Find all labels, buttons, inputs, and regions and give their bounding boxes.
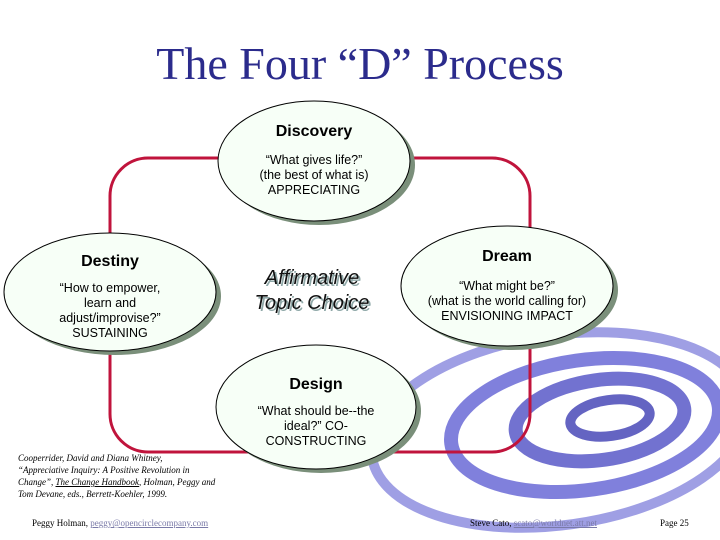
discovery-title: Discovery	[275, 123, 353, 140]
destiny-line-2: learn and	[83, 296, 137, 310]
dream-line-3: ENVISIONING IMPACT	[441, 309, 573, 323]
discovery-line-1: “What gives life?”	[265, 153, 363, 167]
design-title: Design	[289, 376, 343, 393]
page-title: The Four “D” Process	[156, 38, 564, 89]
destiny-title: Destiny	[81, 253, 139, 270]
destiny-line-3: adjust/improvise?”	[59, 311, 161, 325]
destiny-line-1: “How to empower,	[59, 281, 161, 295]
dream-line-2: (what is the world calling for)	[427, 294, 587, 308]
citation-change: Change”,	[18, 477, 54, 487]
destiny-ellipse	[3, 232, 221, 355]
footer-middle-email[interactable]: scato@worldnet.att.net	[513, 518, 598, 528]
citation-line-4: Tom Devane, eds., Berrett-Koehler, 1999.	[18, 489, 168, 499]
discovery-ellipse	[217, 100, 415, 225]
dream-line-1: “What might be?”	[459, 279, 555, 293]
citation: Cooperrider, David and Diana Whitney, “A…	[18, 452, 250, 500]
footer-left-name: Peggy Holman,	[32, 518, 88, 528]
design-ellipse	[215, 344, 421, 473]
citation-line-2: “Appreciative Inquiry: A Positive Revolu…	[18, 465, 190, 475]
discovery-line-3: APPRECIATING	[267, 183, 361, 197]
footer-left-email[interactable]: peggy@opencirclecompany.com	[90, 518, 209, 528]
citation-book-title: The Change Handbook	[55, 477, 140, 487]
center-topic-line-1: Affirmative	[264, 267, 360, 289]
design-text: “What should be--the ideal?” CO- CONSTRU…	[226, 404, 406, 449]
citation-editors: , Holman, Peggy and	[139, 477, 216, 487]
citation-line-3: Change”, The Change Handbook, Holman, Pe…	[18, 476, 250, 488]
discovery-text: “What gives life?” (the best of what is)…	[224, 153, 404, 198]
design-line-2: ideal?” CO-	[284, 419, 348, 433]
dream-title: Dream	[482, 248, 532, 265]
footer-middle: Steve Cato, scato@worldnet.att.net	[470, 518, 597, 528]
design-line-1: “What should be--the	[257, 404, 375, 418]
dream-text: “What might be?” (what is the world call…	[407, 279, 607, 324]
destiny-line-4: SUSTAINING	[72, 326, 148, 340]
citation-line-1: Cooperrider, David and Diana Whitney,	[18, 453, 163, 463]
dream-ellipse	[400, 225, 618, 350]
discovery-line-2: (the best of what is)	[259, 168, 369, 182]
center-topic: Affirmative Topic Choice	[238, 266, 386, 316]
footer-middle-name: Steve Cato,	[470, 518, 512, 528]
page-number: Page 25	[660, 518, 689, 528]
design-line-3: CONSTRUCTING	[265, 434, 367, 448]
center-topic-line-2: Topic Choice	[254, 292, 370, 314]
footer-left: Peggy Holman, peggy@opencirclecompany.co…	[32, 518, 208, 528]
destiny-text: “How to empower, learn and adjust/improv…	[20, 281, 200, 341]
